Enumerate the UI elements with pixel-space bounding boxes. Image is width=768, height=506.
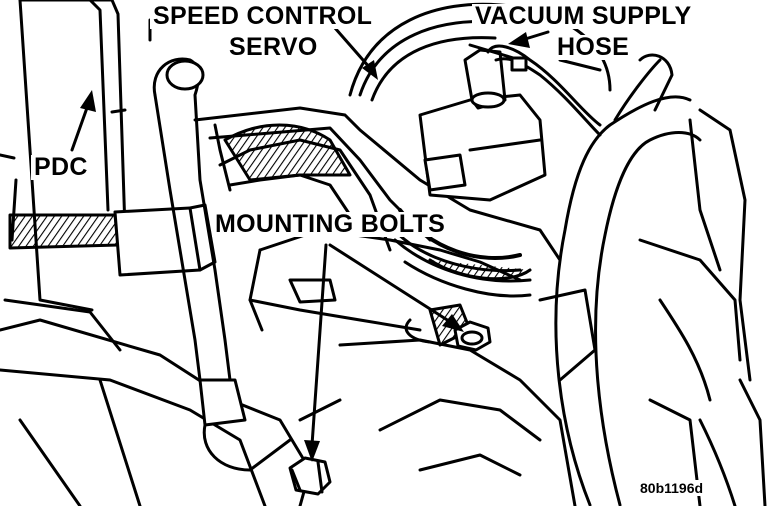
lower-left-module (0, 318, 312, 506)
mounting-bolt-lower (288, 456, 332, 496)
servo-leader-arrow (333, 26, 378, 80)
label-vacuum-supply: VACUUM SUPPLY (472, 4, 695, 29)
label-servo: SERVO (226, 35, 321, 60)
label-speed-control: SPEED CONTROL (150, 4, 376, 29)
bolts-leader-lower (304, 243, 328, 462)
pdc-box (8, 203, 217, 277)
right-side-components (538, 108, 767, 506)
large-radiator-hose (554, 53, 702, 506)
fender-panel (3, 0, 127, 352)
hose-leader-arrow (508, 30, 550, 48)
servo-solenoid-block (418, 43, 547, 202)
figure-code: 80b1196d (638, 480, 706, 496)
vacuum-supply-hose (486, 44, 602, 137)
mounting-bolt-upper (453, 320, 492, 352)
mounting-bracket (298, 303, 577, 506)
wiring-harness-tube (152, 57, 292, 472)
pdc-leader-arrow (70, 90, 96, 152)
label-pdc: PDC (31, 155, 91, 180)
label-mounting-bolts: MOUNTING BOLTS (212, 212, 449, 237)
label-hose: HOSE (554, 35, 633, 60)
bolts-leader-upper (328, 243, 464, 332)
